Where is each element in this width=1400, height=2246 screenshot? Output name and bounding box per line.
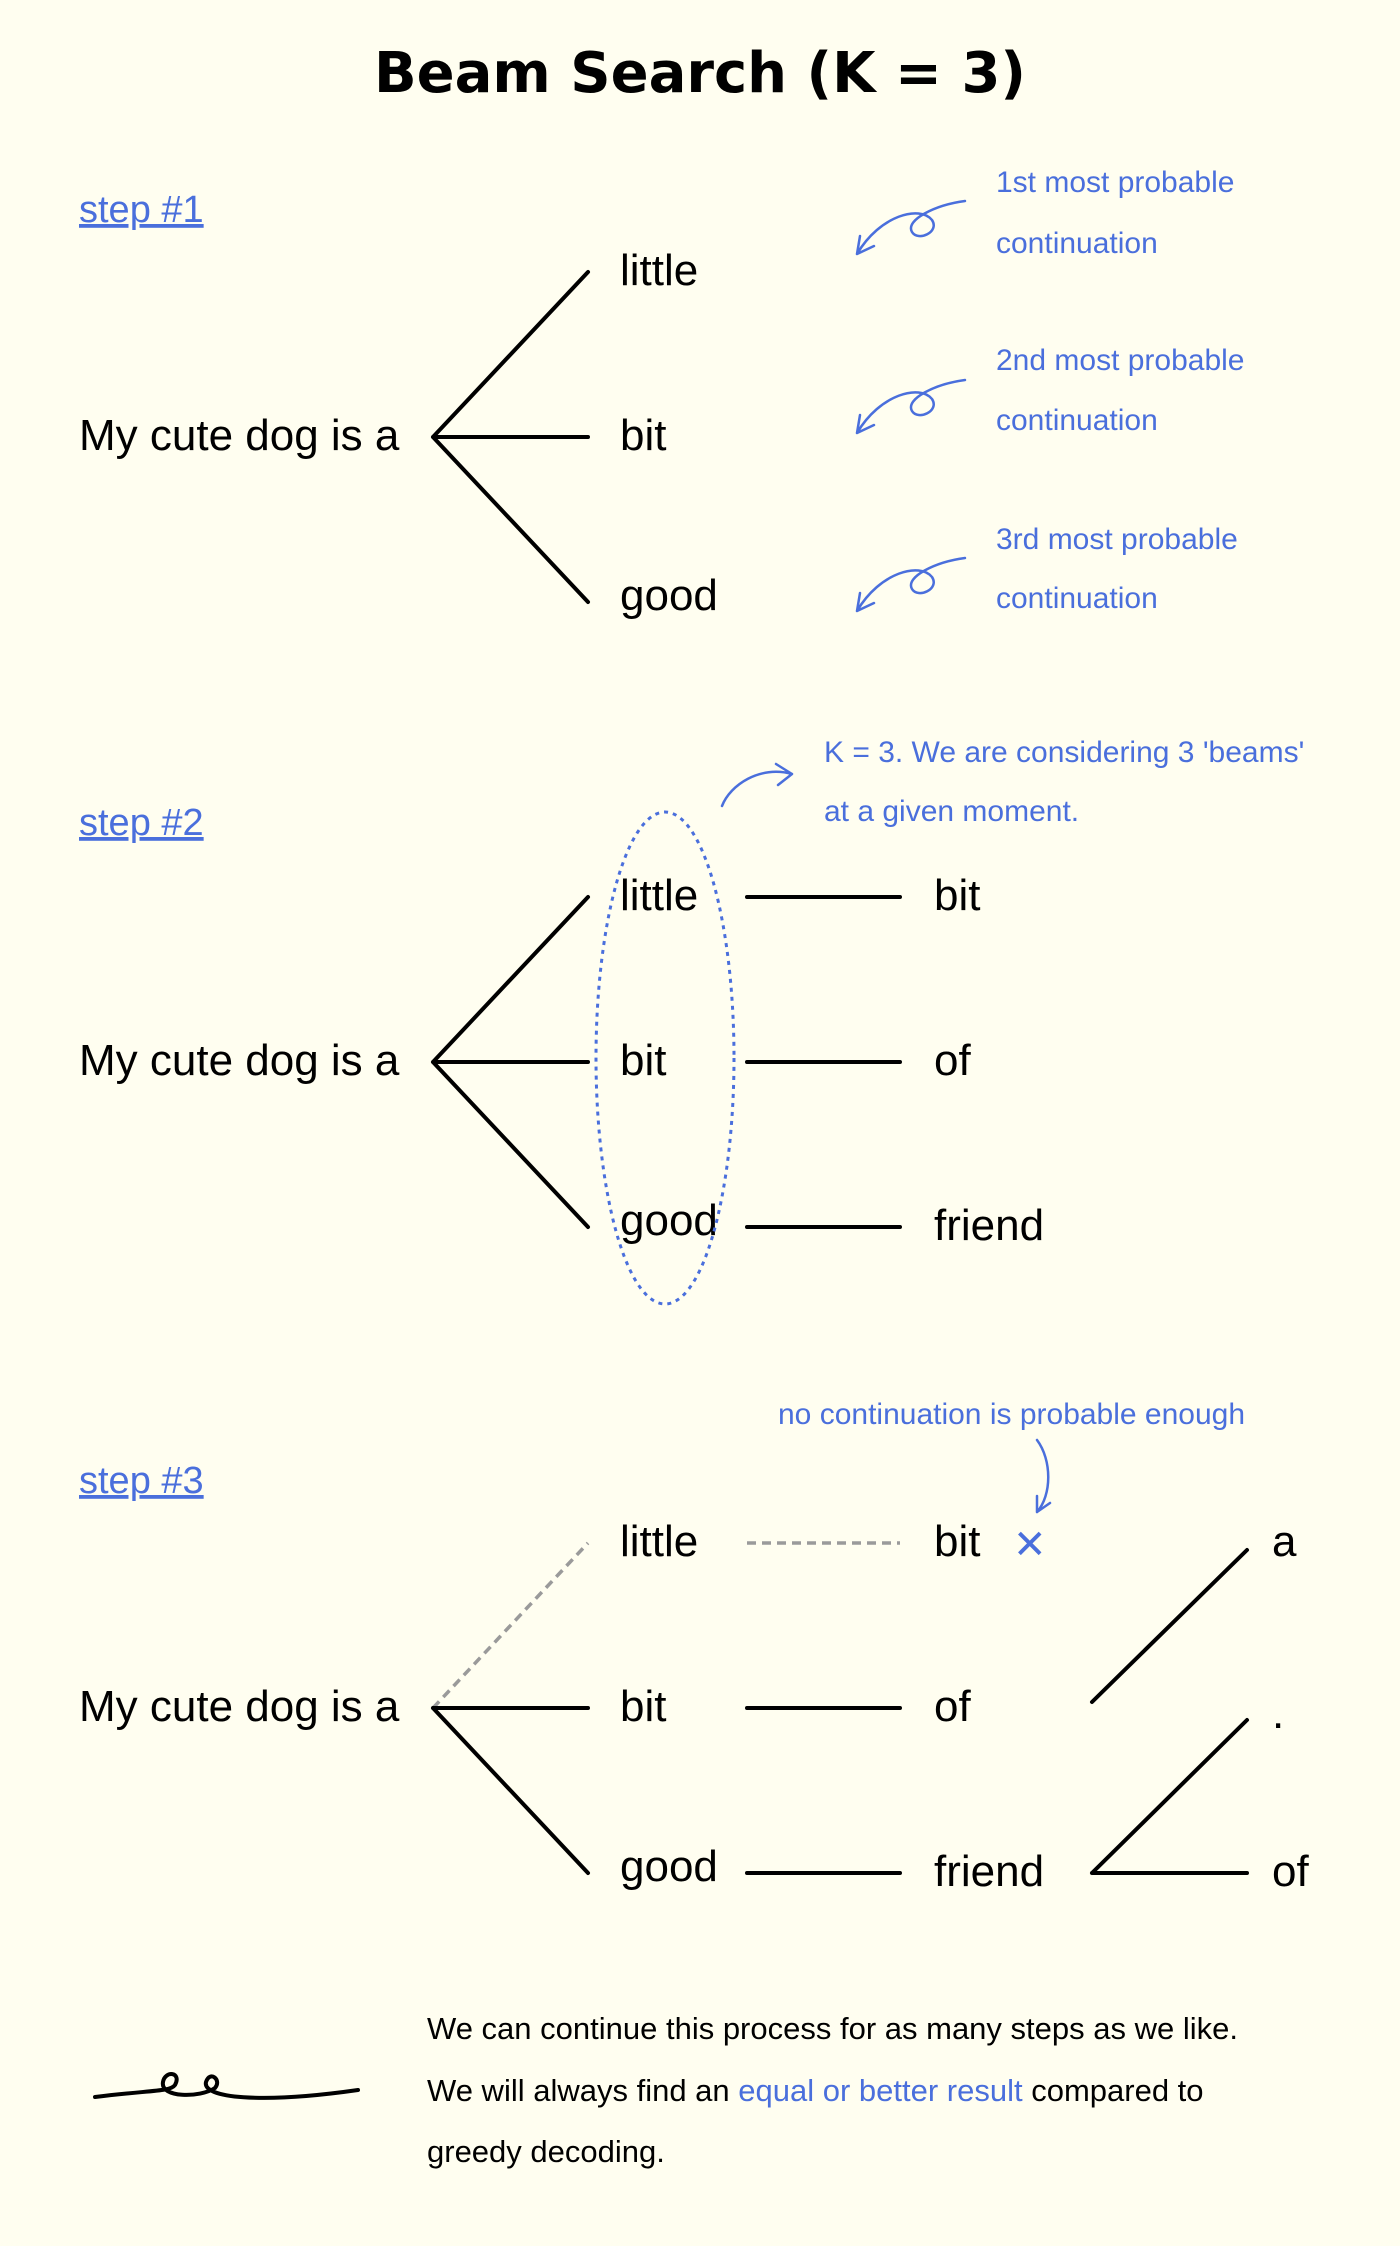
step-2-label: step #2 — [79, 802, 204, 844]
note-1st-line2: continuation — [996, 227, 1158, 260]
note-1st-line1: 1st most probable — [996, 166, 1234, 199]
note-3rd-line1: 3rd most probable — [996, 523, 1238, 556]
curly-arrow-icon — [855, 199, 967, 256]
word-friend: friend — [934, 1201, 1044, 1250]
branch-lines — [431, 1548, 1249, 1875]
pruned-lines — [431, 1541, 900, 1710]
arrow-icon — [720, 762, 794, 808]
footer-line-3: greedy decoding. — [427, 2134, 665, 2169]
branch-lines — [431, 270, 590, 604]
footer: We can continue this process for as many… — [93, 2011, 1238, 2169]
word-little: little — [620, 246, 698, 295]
step-3-label: step #3 — [79, 1460, 204, 1502]
word-period: . — [1272, 1689, 1284, 1738]
squiggle-icon — [93, 2072, 360, 2100]
step-3: step #3 My cute dog is a little bit good… — [79, 1398, 1309, 1896]
footer-line-2-end: compared to — [1023, 2073, 1204, 2108]
note-3rd-line2: continuation — [996, 582, 1158, 615]
word-good: good — [620, 1842, 718, 1891]
root-text: My cute dog is a — [79, 1036, 400, 1085]
step-1-label: step #1 — [79, 189, 204, 231]
beams-note-line1: K = 3. We are considering 3 'beams' — [824, 736, 1304, 769]
root-text: My cute dog is a — [79, 1682, 400, 1731]
word-of-third: of — [1272, 1847, 1309, 1896]
diagram-title: Beam Search (K = 3) — [374, 41, 1026, 106]
note-2nd-line2: continuation — [996, 404, 1158, 437]
pruned-x-icon: ✕ — [1013, 1522, 1047, 1568]
word-a: a — [1272, 1517, 1297, 1566]
word-friend: friend — [934, 1847, 1044, 1896]
word-good: good — [620, 571, 718, 620]
word-bit: bit — [620, 1682, 666, 1731]
footer-line-2-start: We will always find an — [427, 2073, 738, 2108]
step-2: step #2 My cute dog is a little bit good… — [79, 736, 1304, 1306]
pruned-note: no continuation is probable enough — [778, 1398, 1245, 1431]
curly-arrow-icon — [855, 556, 967, 613]
root-text: My cute dog is a — [79, 411, 400, 460]
word-good: good — [620, 1196, 718, 1245]
arrow-icon — [1035, 1438, 1052, 1514]
word-little: little — [620, 1517, 698, 1566]
word-bit-next: bit — [934, 1517, 980, 1566]
word-bit-next: bit — [934, 871, 980, 920]
word-bit: bit — [620, 1036, 666, 1085]
footer-line-2: We will always find an equal or better r… — [427, 2073, 1204, 2108]
step-1: step #1 My cute dog is a little bit good… — [79, 166, 1245, 620]
footer-line-1: We can continue this process for as many… — [427, 2011, 1238, 2046]
curly-arrow-icon — [855, 378, 967, 435]
beam-ellipse — [594, 810, 736, 1306]
branch-lines — [431, 895, 902, 1229]
word-of: of — [934, 1036, 971, 1085]
word-bit: bit — [620, 411, 666, 460]
beams-note-line2: at a given moment. — [824, 795, 1079, 828]
word-little: little — [620, 871, 698, 920]
word-of: of — [934, 1682, 971, 1731]
footer-highlight: equal or better result — [738, 2073, 1023, 2108]
note-2nd-line1: 2nd most probable — [996, 344, 1245, 377]
